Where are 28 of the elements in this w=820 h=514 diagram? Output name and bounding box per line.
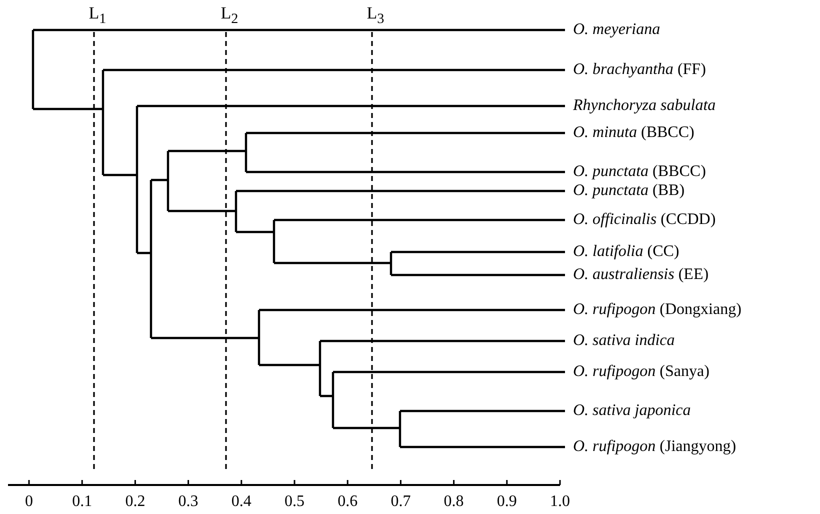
axis-tick-label: 0.6	[338, 494, 358, 510]
axis-tick-label: 0.1	[72, 494, 92, 510]
axis-tick-label: 0	[25, 494, 33, 510]
axis-tick-label: 0.2	[125, 494, 146, 510]
taxon-label: O. rufipogon (Dongxiang)	[573, 302, 742, 318]
taxon-label: O. punctata (BBCC)	[573, 164, 706, 180]
taxon-label: O. rufipogon (Jiangyong)	[573, 439, 736, 455]
taxon-label: O. rufipogon (Sanya)	[573, 364, 710, 380]
taxon-label: O. brachyantha (FF)	[573, 62, 706, 78]
axis-tick-label: 0.9	[496, 494, 517, 510]
axis-tick-label: 0.5	[284, 494, 304, 510]
cut-line-label: L$_{2}$	[220, 4, 238, 26]
cut-line-label: L$_{3}$	[366, 4, 384, 26]
axis-tick-label: 0.4	[231, 494, 252, 510]
taxon-label: O. sativa indica	[573, 333, 675, 349]
taxon-label: O. punctata (BB)	[573, 183, 685, 199]
taxon-label: O. meyeriana	[573, 22, 660, 38]
axis-tick-label: 0.3	[178, 494, 198, 510]
taxon-label: O. australiensis (EE)	[573, 267, 709, 283]
axis-tick-label: 0.7	[390, 494, 411, 510]
taxon-label: Rhynchoryza sabulata	[573, 98, 716, 114]
axis-tick-label: 0.8	[444, 494, 464, 510]
taxon-label: O. officinalis (CCDD)	[573, 212, 716, 228]
axis-tick-label: 1.0	[550, 494, 570, 510]
taxon-label: O. latifolia (CC)	[573, 244, 680, 260]
taxon-label: O. minuta (BBCC)	[573, 125, 694, 141]
cut-line-label: L$_{1}$	[88, 4, 106, 26]
taxon-label: O. sativa japonica	[573, 403, 691, 419]
